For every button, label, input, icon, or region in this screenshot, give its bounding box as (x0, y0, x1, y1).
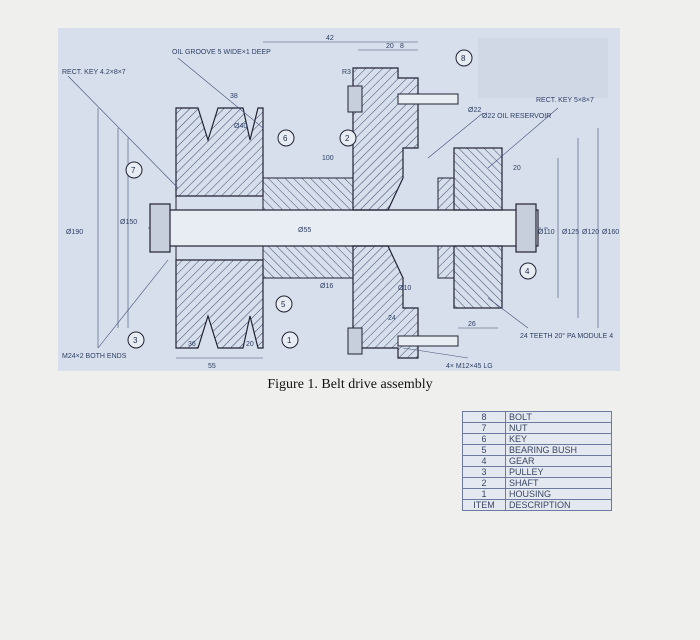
item-number: 3 (462, 466, 506, 478)
item-description: BEARING BUSH (505, 444, 612, 456)
item-description: HOUSING (505, 488, 612, 500)
svg-text:36: 36 (188, 341, 196, 348)
svg-text:Ø110: Ø110 (538, 229, 555, 236)
dimension-lines (67, 41, 599, 359)
pulley (175, 107, 264, 349)
drawing-svg: 42 20 8 38 Ø40 R3 Ø22 100 Ø16 Ø10 Ø55 20… (58, 28, 620, 371)
assembly-drawing: 42 20 8 38 Ø40 R3 Ø22 100 Ø16 Ø10 Ø55 20… (58, 28, 620, 371)
svg-text:100: 100 (322, 155, 334, 162)
svg-text:24: 24 (388, 315, 396, 322)
item-number: 4 (462, 455, 506, 467)
svg-text:Ø150: Ø150 (120, 219, 137, 226)
item-description: BOLT (505, 411, 612, 423)
svg-text:26: 26 (468, 321, 476, 328)
svg-text:Ø160: Ø160 (602, 229, 619, 236)
svg-text:55: 55 (208, 363, 216, 370)
notes: OIL GROOVE 5 WIDE×1 DEEP RECT. KEY 4.2×8… (62, 49, 613, 370)
gear (437, 147, 503, 309)
svg-text:20: 20 (386, 43, 394, 50)
item-number: 6 (462, 433, 506, 445)
item-description: KEY (505, 433, 612, 445)
svg-text:Ø10: Ø10 (398, 285, 411, 292)
svg-text:1: 1 (287, 336, 292, 345)
shaft (149, 203, 539, 253)
svg-text:5: 5 (281, 300, 286, 309)
figure-caption: Figure 1. Belt drive assembly (267, 377, 433, 392)
item-column-header: ITEM (462, 499, 506, 511)
svg-text:6: 6 (283, 134, 288, 143)
svg-text:4× M12×45 LG: 4× M12×45 LG (446, 363, 493, 370)
item-description: GEAR (505, 455, 612, 467)
svg-text:Ø16: Ø16 (320, 283, 333, 290)
svg-text:24 TEETH 20° PA MODULE 4: 24 TEETH 20° PA MODULE 4 (520, 332, 613, 340)
item-number: 1 (462, 488, 506, 500)
svg-text:3: 3 (133, 336, 138, 345)
svg-text:20: 20 (513, 165, 521, 172)
item-number: 2 (462, 477, 506, 489)
dimension-text: 42 20 8 38 Ø40 R3 Ø22 100 Ø16 Ø10 Ø55 20… (66, 35, 619, 370)
item-number: 7 (462, 422, 506, 434)
svg-text:42: 42 (326, 35, 334, 42)
svg-text:Ø120: Ø120 (582, 229, 599, 236)
svg-text:7: 7 (131, 166, 136, 175)
svg-text:OIL GROOVE 5 WIDE×1 DEEP: OIL GROOVE 5 WIDE×1 DEEP (172, 49, 271, 56)
item-description: SHAFT (505, 477, 612, 489)
item-balloons: 1 2 3 4 5 6 7 8 (125, 49, 537, 349)
item-number: 5 (462, 444, 506, 456)
svg-text:2: 2 (345, 134, 350, 143)
svg-text:Ø40: Ø40 (234, 123, 247, 130)
svg-text:Ø22 OIL RESERVOIR: Ø22 OIL RESERVOIR (482, 113, 551, 120)
svg-text:20: 20 (246, 341, 254, 348)
svg-text:M24×2 BOTH ENDS: M24×2 BOTH ENDS (62, 353, 127, 360)
item-description: PULLEY (505, 466, 612, 478)
svg-text:4: 4 (525, 267, 530, 276)
svg-text:8: 8 (400, 43, 404, 50)
svg-text:Ø190: Ø190 (66, 229, 83, 236)
item-number: 8 (462, 411, 506, 423)
bolts (347, 85, 459, 355)
svg-text:38: 38 (230, 93, 238, 100)
svg-text:Ø22: Ø22 (468, 107, 481, 114)
description-column-header: DESCRIPTION (505, 499, 612, 511)
svg-text:RECT. KEY 5×8×7: RECT. KEY 5×8×7 (536, 97, 594, 104)
item-description: NUT (505, 422, 612, 434)
svg-text:8: 8 (461, 54, 466, 63)
svg-text:RECT. KEY 4.2×8×7: RECT. KEY 4.2×8×7 (62, 69, 126, 76)
svg-text:R3: R3 (342, 69, 351, 76)
svg-text:Ø55: Ø55 (298, 227, 311, 234)
svg-text:Ø125: Ø125 (562, 229, 579, 236)
